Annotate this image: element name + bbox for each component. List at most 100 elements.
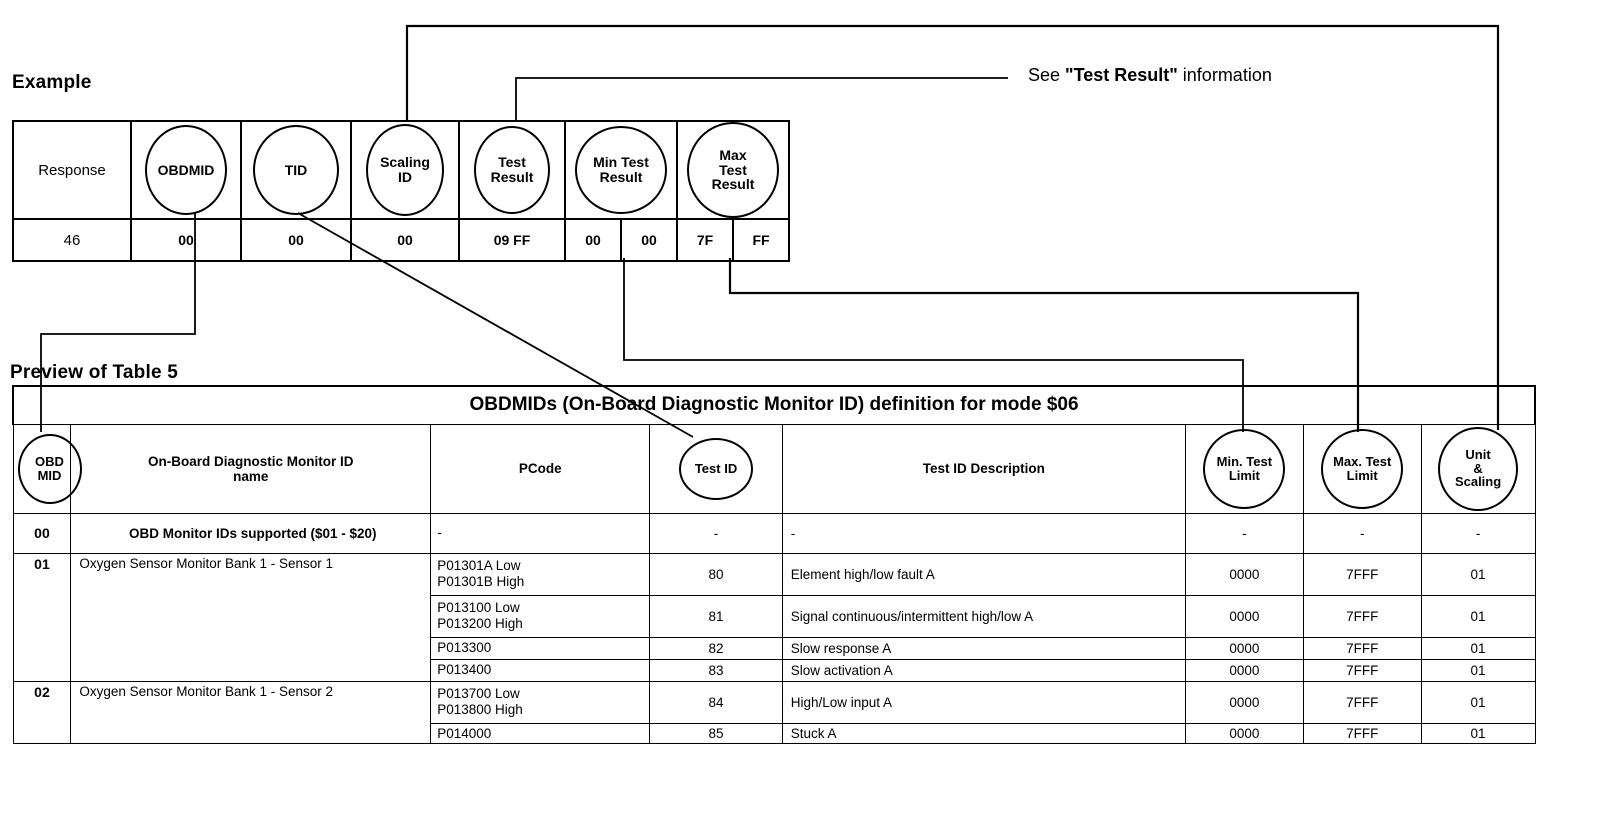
cell-unit-scaling: 01 [1420, 636, 1536, 660]
cell-test-id: - [649, 512, 783, 554]
cell-min-test-limit: 0000 [1184, 636, 1304, 660]
cell-obd-mid: 00 [12, 512, 72, 554]
cell-unit-scaling: 01 [1420, 594, 1536, 638]
example-header-ellipse: TID [253, 125, 339, 215]
example-value-cell: 00 [350, 218, 460, 262]
cell-monitor-name: Oxygen Sensor Monitor Bank 1 - Sensor 1 [70, 552, 432, 682]
cell-min-test-limit: 0000 [1184, 680, 1304, 724]
preview-table-5: OBDMIDs (On-Board Diagnostic Monitor ID)… [12, 385, 1536, 745]
example-value-byte: 00 [641, 232, 657, 248]
preview-header-ellipse: Unit&Scaling [1438, 426, 1519, 511]
cell-min-test-limit: 0000 [1184, 658, 1304, 682]
cell-test-id-description: Stuck A [781, 722, 1186, 745]
example-value-byte: 00 [566, 220, 622, 260]
preview-section-label: Preview of Table 5 [10, 362, 178, 383]
note-suffix: information [1177, 65, 1272, 85]
cell-unit-scaling: 01 [1420, 552, 1536, 596]
cell-test-id: 82 [649, 636, 783, 660]
cell-pcode: P014000 [430, 722, 651, 745]
cell-min-test-limit: 0000 [1184, 552, 1304, 596]
example-header-cell: Response [12, 120, 132, 220]
example-value-cell: 00 00 [564, 218, 678, 262]
cell-max-test-limit: 7FFF [1302, 552, 1422, 596]
example-header-cell: OBDMID [130, 120, 242, 220]
test-result-note: See "Test Result" information [1028, 65, 1272, 86]
note-quoted: "Test Result" [1065, 65, 1178, 85]
cell-test-id-description: Element high/low fault A [781, 552, 1186, 596]
example-section-label: Example [12, 72, 92, 93]
preview-header-cell: Unit&Scaling [1420, 423, 1536, 514]
cell-min-test-limit: 0000 [1184, 722, 1304, 745]
cell-test-id-description: Slow activation A [781, 658, 1186, 682]
cell-test-id-description: Slow response A [781, 636, 1186, 660]
example-value-byte: 7F [678, 220, 734, 260]
preview-header-cell: Test ID Description [781, 423, 1186, 514]
cell-max-test-limit: 7FFF [1302, 658, 1422, 682]
cell-max-test-limit: - [1302, 512, 1422, 554]
example-header-text: Response [38, 161, 106, 179]
example-value-cell: 46 [12, 218, 132, 262]
cell-test-id-description: Signal continuous/intermittent high/low … [781, 594, 1186, 638]
cell-test-id: 81 [649, 594, 783, 638]
example-value-cell: 00 [130, 218, 242, 262]
preview-title-row: OBDMIDs (On-Board Diagnostic Monitor ID)… [12, 385, 1536, 425]
preview-header-cell: Test ID [649, 423, 783, 514]
leader-test-result [515, 77, 1008, 120]
example-value-cell: 09 FF [458, 218, 566, 262]
cell-test-id: 80 [649, 552, 783, 596]
cell-test-id: 85 [649, 722, 783, 745]
cell-obd-mid: 02 [12, 680, 72, 745]
example-value-cell: 7F FF [676, 218, 790, 262]
example-header-ellipse: OBDMID [145, 125, 227, 215]
preview-table-title: OBDMIDs (On-Board Diagnostic Monitor ID)… [12, 385, 1536, 425]
example-value-byte: FF [752, 232, 770, 248]
cell-test-id-description: High/Low input A [781, 680, 1186, 724]
cell-obd-mid: 01 [12, 552, 72, 682]
cell-max-test-limit: 7FFF [1302, 722, 1422, 745]
note-prefix: See [1028, 65, 1066, 85]
cell-unit-scaling: - [1420, 512, 1536, 554]
cell-unit-scaling: 01 [1420, 680, 1536, 724]
example-value-cell: 00 [240, 218, 352, 262]
cell-max-test-limit: 7FFF [1302, 680, 1422, 724]
cell-test-id-description: - [781, 512, 1186, 554]
cell-pcode: P013300 [430, 636, 651, 660]
cell-max-test-limit: 7FFF [1302, 594, 1422, 638]
cell-test-id: 84 [649, 680, 783, 724]
cell-monitor-name: Oxygen Sensor Monitor Bank 1 - Sensor 2 [70, 680, 432, 745]
cell-min-test-limit: - [1184, 512, 1304, 554]
preview-header-cell: PCode [430, 423, 651, 514]
cell-unit-scaling: 01 [1420, 658, 1536, 682]
example-header-cell: TID [240, 120, 352, 220]
preview-header-ellipse: Test ID [679, 437, 754, 500]
cell-test-id: 83 [649, 658, 783, 682]
